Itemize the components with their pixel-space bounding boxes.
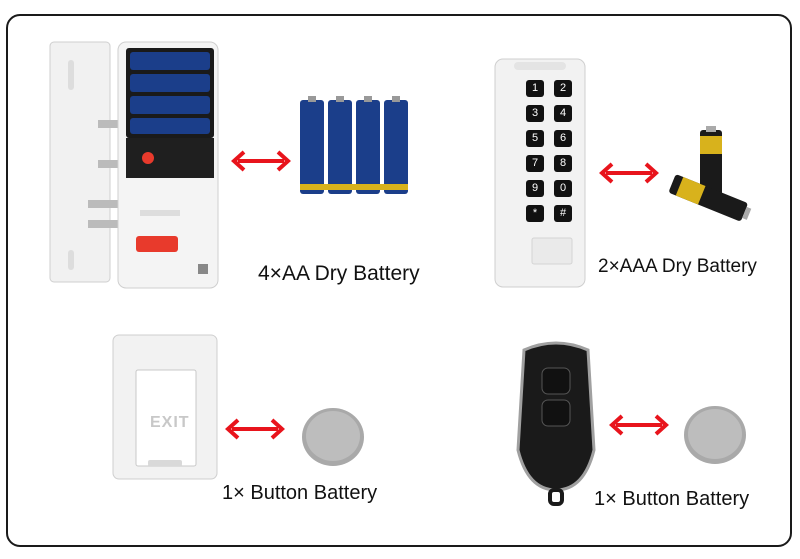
double-arrow-icon xyxy=(231,150,291,172)
double-arrow-icon xyxy=(609,414,669,436)
exit-label: EXIT xyxy=(150,414,190,431)
exit-button-battery-caption: 1× Button Battery xyxy=(222,482,378,504)
keypad-key: 7 xyxy=(526,155,544,172)
keypad-key: 8 xyxy=(554,155,572,172)
coin-battery-image xyxy=(684,406,746,464)
keypad-battery-caption: 2×AAA Dry Battery xyxy=(598,256,757,277)
keypad-key: 9 xyxy=(526,180,544,197)
keypad-keys: 1 2 3 4 5 6 7 8 9 0 * # xyxy=(526,80,576,222)
keypad-key: 1 xyxy=(526,80,544,97)
keypad-key: 5 xyxy=(526,130,544,147)
keypad-key: 0 xyxy=(554,180,572,197)
double-arrow-icon xyxy=(599,162,659,184)
keypad-key: 3 xyxy=(526,105,544,122)
exit-button-image xyxy=(112,334,218,480)
keypad-key: * xyxy=(526,205,544,222)
keypad-key: # xyxy=(554,205,572,222)
remote-image xyxy=(516,341,596,506)
keypad-key: 4 xyxy=(554,105,572,122)
smart-lock-image xyxy=(49,41,219,289)
lock-battery-caption: 4×AA Dry Battery xyxy=(258,262,420,285)
aa-batteries-image xyxy=(300,96,408,194)
aaa-batteries-image xyxy=(669,126,752,221)
coin-battery-image xyxy=(302,408,364,466)
keypad-key: 2 xyxy=(554,80,572,97)
keypad-key: 6 xyxy=(554,130,572,147)
double-arrow-icon xyxy=(225,418,285,440)
remote-battery-caption: 1× Button Battery xyxy=(594,488,750,510)
